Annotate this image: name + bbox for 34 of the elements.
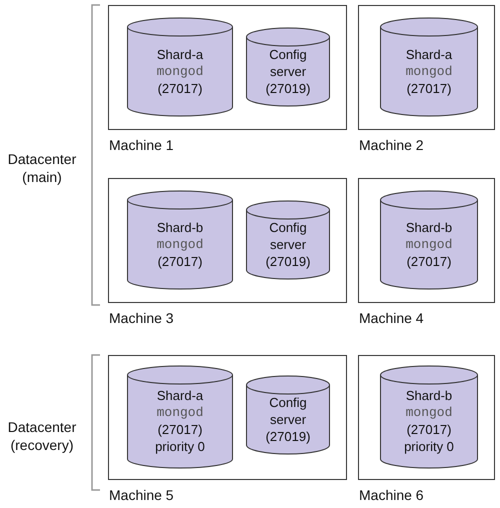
machine-label: Machine 3 [109,310,174,326]
database-label: (27019) [266,428,310,444]
datacenter-label: Datacenter (recovery) [6,418,78,454]
database-label: priority 0 [404,438,454,455]
database-label: Shard-a [156,387,204,404]
machine-label: Machine 2 [359,137,424,153]
machine-label: Machine 4 [359,310,424,326]
process-name: mongod [406,62,452,80]
database-label: (27017) [406,252,452,270]
database-label: (27017) [406,421,452,438]
database-label: Shard-b [406,387,452,404]
database-label: Shard-b [406,218,452,236]
datacenter-label: Datacenter (main) [6,150,78,186]
machine-label: Machine 1 [109,137,174,153]
database-label: Shard-b [156,218,204,236]
database-label: (27019) [266,252,310,270]
process-name: mongod [156,62,204,80]
database-label: (27017) [158,80,202,96]
database-label: (27017) [158,421,202,438]
process-name: mongod [406,236,452,252]
machine-label: Machine 6 [359,487,424,503]
database-label: Config server [268,218,308,252]
database-label: (27017) [406,80,452,96]
process-name: mongod [156,236,204,252]
process-name: mongod [406,404,452,421]
database-label: (27019) [266,80,310,96]
database-label: priority 0 [155,438,205,455]
database-label: (27017) [158,252,202,270]
database-label: Config server [268,46,308,80]
machine-label: Machine 5 [109,487,174,503]
database-label: Shard-a [156,46,204,62]
process-name: mongod [156,404,204,421]
database-label: Shard-a [406,46,452,62]
database-label: Config server [268,394,308,428]
